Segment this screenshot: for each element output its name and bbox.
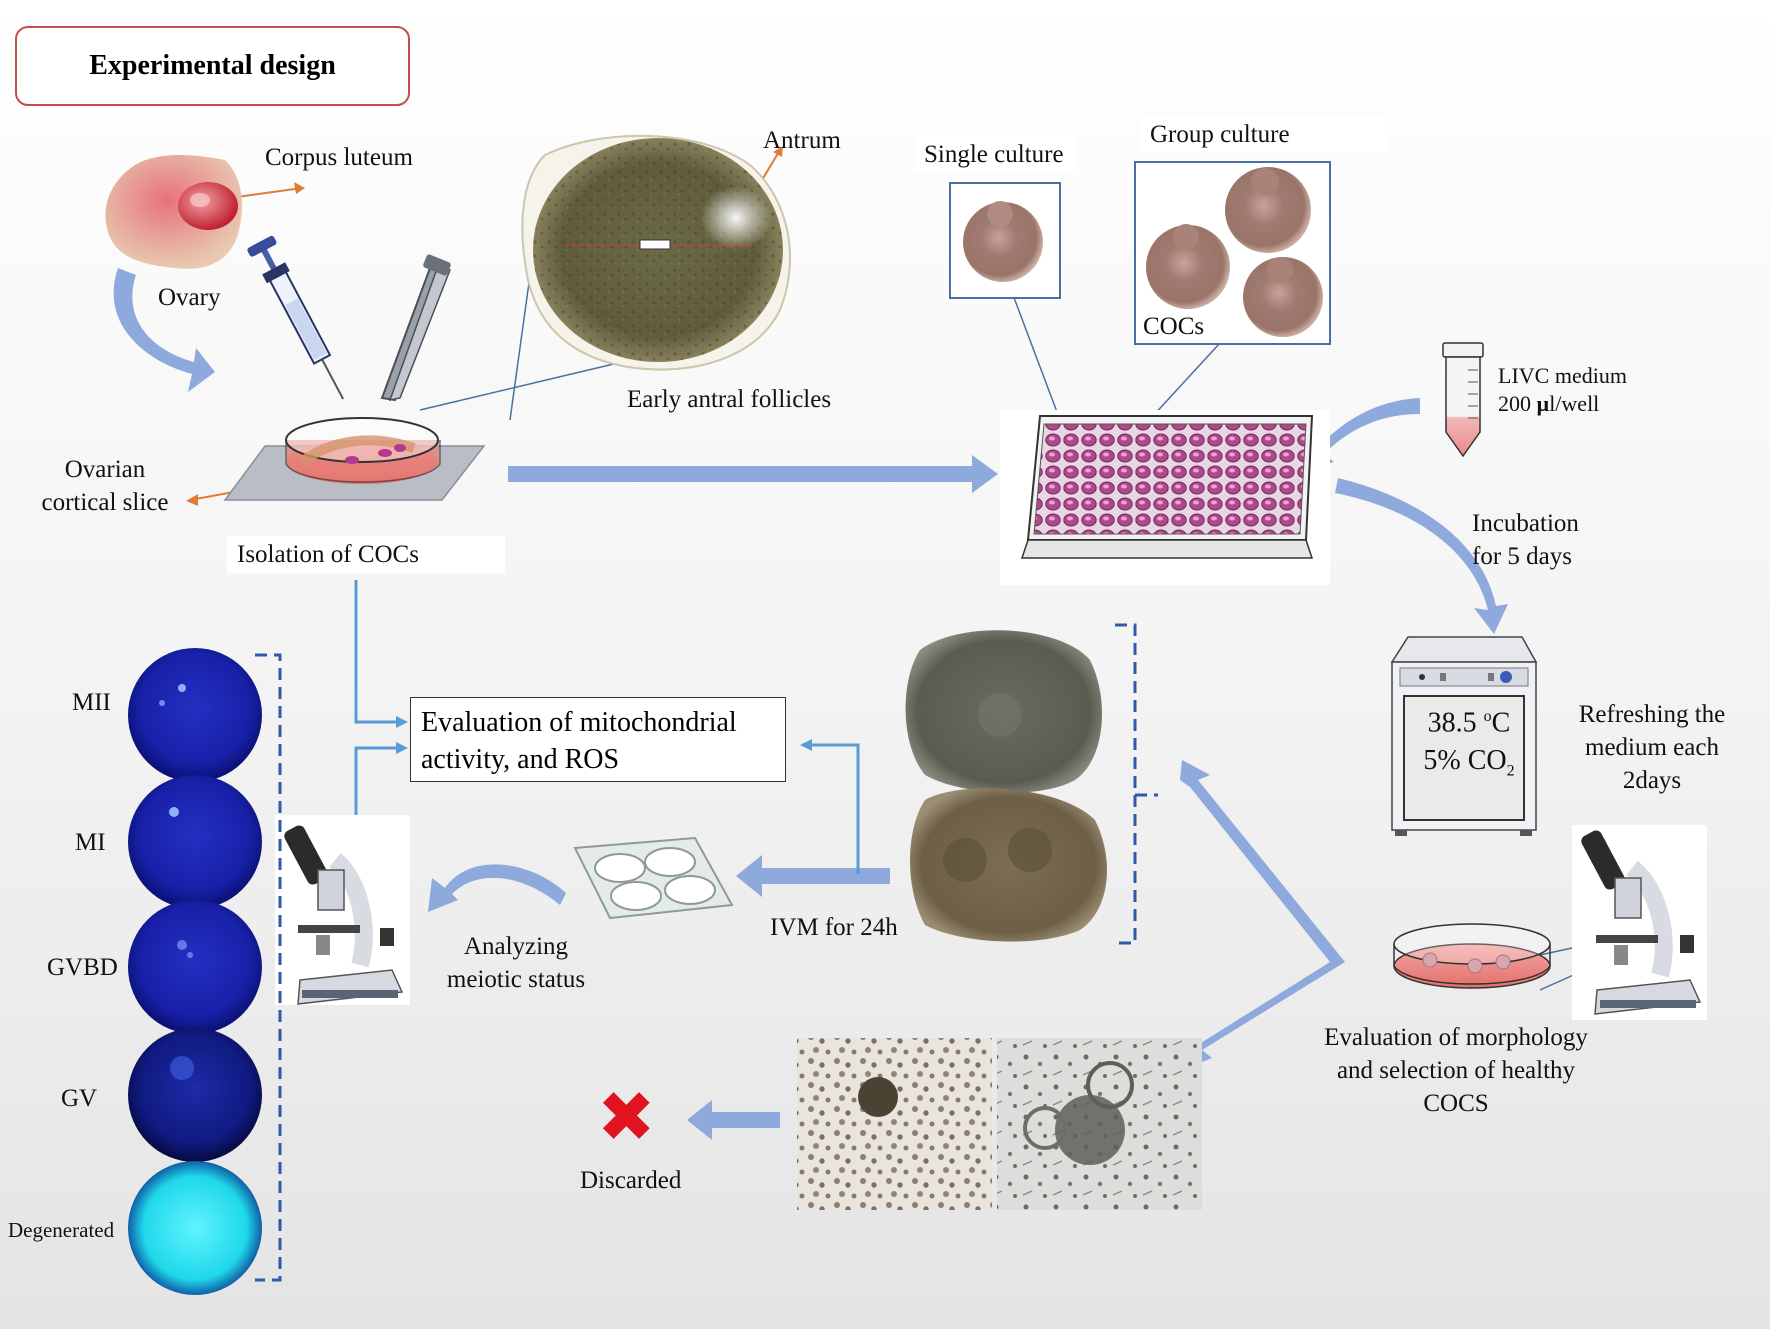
single-culture-image (949, 182, 1061, 299)
stage-label-mii: MII (72, 689, 111, 716)
label-cocs: COCs (1143, 313, 1205, 340)
syringe-icon (247, 235, 345, 400)
label-ivm: IVM for 24h (770, 914, 898, 941)
ovary-image (105, 155, 242, 269)
healthy-coc-photo (997, 1038, 1202, 1210)
arrow-to-discarded (687, 1100, 780, 1140)
oocyte-stain-mii (128, 648, 262, 782)
curved-arrow-ovary-to-dish (113, 268, 215, 392)
label-corpus-luteum: Corpus luteum (265, 144, 413, 171)
connector-lines (354, 580, 860, 874)
label-early-antral: Early antral follicles (627, 386, 832, 413)
label-antrum: Antrum (763, 127, 841, 154)
label-discarded: Discarded (580, 1167, 682, 1194)
follicle-image (521, 134, 791, 371)
degenerated-coc-photo (797, 1038, 992, 1210)
petri-dish-icon (1393, 923, 1551, 989)
stage-label-gvbd: GVBD (47, 954, 118, 981)
stage-label-gv: GV (61, 1085, 98, 1112)
oocyte-stain-degenerated (128, 1161, 262, 1295)
arrow-ivm-to-chamber (736, 855, 890, 897)
curved-arrow-plate-to-incubator (1335, 478, 1508, 634)
chamber-slide-icon (573, 836, 734, 920)
label-livc-medium: LIVC medium 200 µl/well (1498, 363, 1627, 416)
stage-label-degenerated: Degenerated (8, 1218, 115, 1242)
label-incubation: Incubation for 5 days (1472, 510, 1579, 570)
microscope-icon (1572, 825, 1707, 1020)
label-single-culture: Single culture (914, 136, 1074, 173)
label-eval-morphology: Evaluation of morphology and selection o… (1324, 1024, 1588, 1117)
stage-label-mi: MI (75, 829, 106, 856)
label-analyzing: Analyzing meiotic status (446, 933, 586, 993)
title-box: Experimental design (15, 26, 410, 106)
falcon-tube-icon (1442, 342, 1484, 458)
label-ovarian-cortical: Ovarian cortical slice (41, 456, 169, 516)
curved-arrow-tube-to-plate (1304, 398, 1420, 470)
oocyte-stain-gvbd (128, 900, 262, 1034)
label-group-culture: Group culture (1140, 116, 1390, 153)
curved-arrow-chamber-to-microscope (428, 864, 566, 912)
forceps-icon (380, 254, 451, 402)
evaluation-mitochondrial-box: Evaluation of mitochondrial activity, an… (410, 697, 786, 782)
petri-dish-icon (223, 417, 486, 501)
diagram-title: Experimental design (89, 50, 336, 81)
expanded-coc-images (905, 630, 1107, 942)
well-plate-icon (1000, 410, 1330, 585)
label-refreshing: Refreshing the medium each 2days (1578, 701, 1726, 794)
discard-x-icon: ✖ (597, 1076, 656, 1158)
incubator-display: 38.5 oC 5% CO2 (1423, 707, 1515, 780)
label-isolation: Isolation of COCs (227, 536, 505, 573)
microscope-icon (275, 815, 410, 1005)
arrow-dish-to-plate (508, 455, 998, 493)
group-culture-image (1134, 161, 1331, 345)
incubator-icon (1390, 636, 1538, 836)
chevron-arrow-morphology (1180, 760, 1345, 1070)
oocyte-stain-gv (128, 1028, 262, 1162)
dashed-brackets (255, 623, 1158, 1282)
oocyte-stain-mi (128, 775, 262, 909)
label-ovary: Ovary (158, 284, 221, 311)
